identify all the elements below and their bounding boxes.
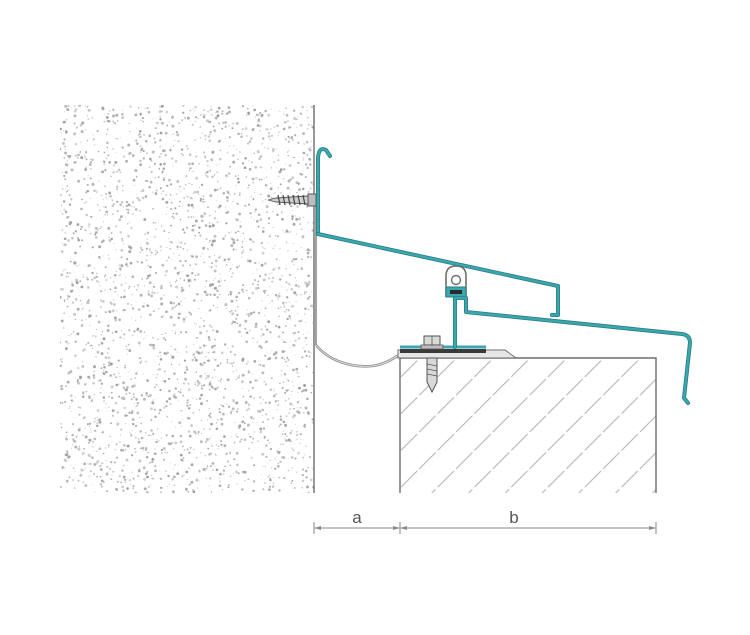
lower-cover-profile	[453, 296, 692, 405]
anchor-bolt	[420, 335, 444, 394]
seal-membrane	[314, 344, 405, 368]
dimension-label-a: a	[352, 508, 362, 527]
base-plate	[397, 345, 518, 359]
wall-screw	[267, 193, 317, 207]
upper-cover-profile	[316, 147, 560, 317]
concrete-texture	[60, 105, 314, 493]
dimension-label-b: b	[509, 508, 518, 527]
hatched-slab	[399, 357, 657, 493]
dimension-line: a b	[313, 508, 657, 534]
concrete-wall	[60, 105, 315, 493]
sliding-clip	[445, 265, 467, 298]
